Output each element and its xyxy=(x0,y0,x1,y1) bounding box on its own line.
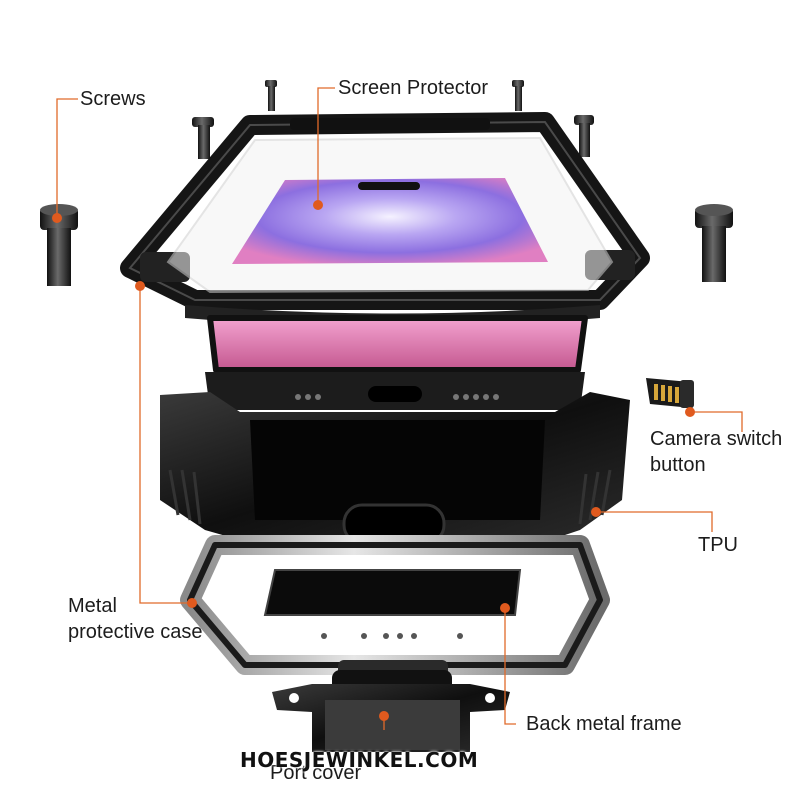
screw-right-large xyxy=(695,204,733,282)
label-metal-case-line2: protective case xyxy=(68,621,203,643)
camera-switch-button xyxy=(646,378,694,408)
screw-left-small xyxy=(192,117,214,159)
callout-dot-metal-case-bottom xyxy=(187,598,197,608)
phone-body xyxy=(205,372,585,410)
callout-dot-screws xyxy=(52,213,62,223)
callout-line-screws xyxy=(56,98,78,218)
callout-dot-screen-protector xyxy=(313,200,323,210)
callout-line-back-frame xyxy=(504,608,516,725)
port-cover xyxy=(272,670,510,752)
label-camera-switch-line1: Camera switch xyxy=(650,428,783,450)
screw-left-large xyxy=(40,204,78,286)
screw-top-left xyxy=(265,80,277,111)
watermark: HOESJEWINKEL.COM xyxy=(240,748,479,772)
callout-line-camera-switch xyxy=(690,411,743,432)
screen-protector xyxy=(166,136,614,294)
callout-dot-camera-switch xyxy=(685,407,695,417)
callout-line-screen-protector xyxy=(317,87,335,205)
screw-top-right xyxy=(512,80,524,111)
screw-right-small xyxy=(574,115,594,157)
back-metal-frame xyxy=(180,535,610,682)
phone-display xyxy=(207,315,588,373)
callout-dot-port-cover xyxy=(379,711,389,721)
label-tpu: TPU xyxy=(698,534,738,556)
callout-dots xyxy=(52,200,695,721)
label-camera-switch-line2: button xyxy=(650,454,706,476)
label-metal-case-line1: Metal xyxy=(68,595,117,617)
label-screen-protector: Screen Protector xyxy=(338,77,489,99)
callout-line-tpu xyxy=(596,511,713,532)
callout-line-metal-case xyxy=(139,286,192,604)
metal-protective-case xyxy=(120,112,650,310)
callout-dot-back-frame xyxy=(500,603,510,613)
label-port-cover: Port cover xyxy=(270,762,362,784)
label-back-metal-frame: Back metal frame xyxy=(526,713,682,735)
callout-dot-metal-case-top xyxy=(135,281,145,291)
label-screws: Screws xyxy=(80,88,146,110)
screws xyxy=(40,80,733,286)
tpu-case xyxy=(160,392,630,545)
callout-lines xyxy=(56,87,743,730)
callout-dot-tpu xyxy=(591,507,601,517)
